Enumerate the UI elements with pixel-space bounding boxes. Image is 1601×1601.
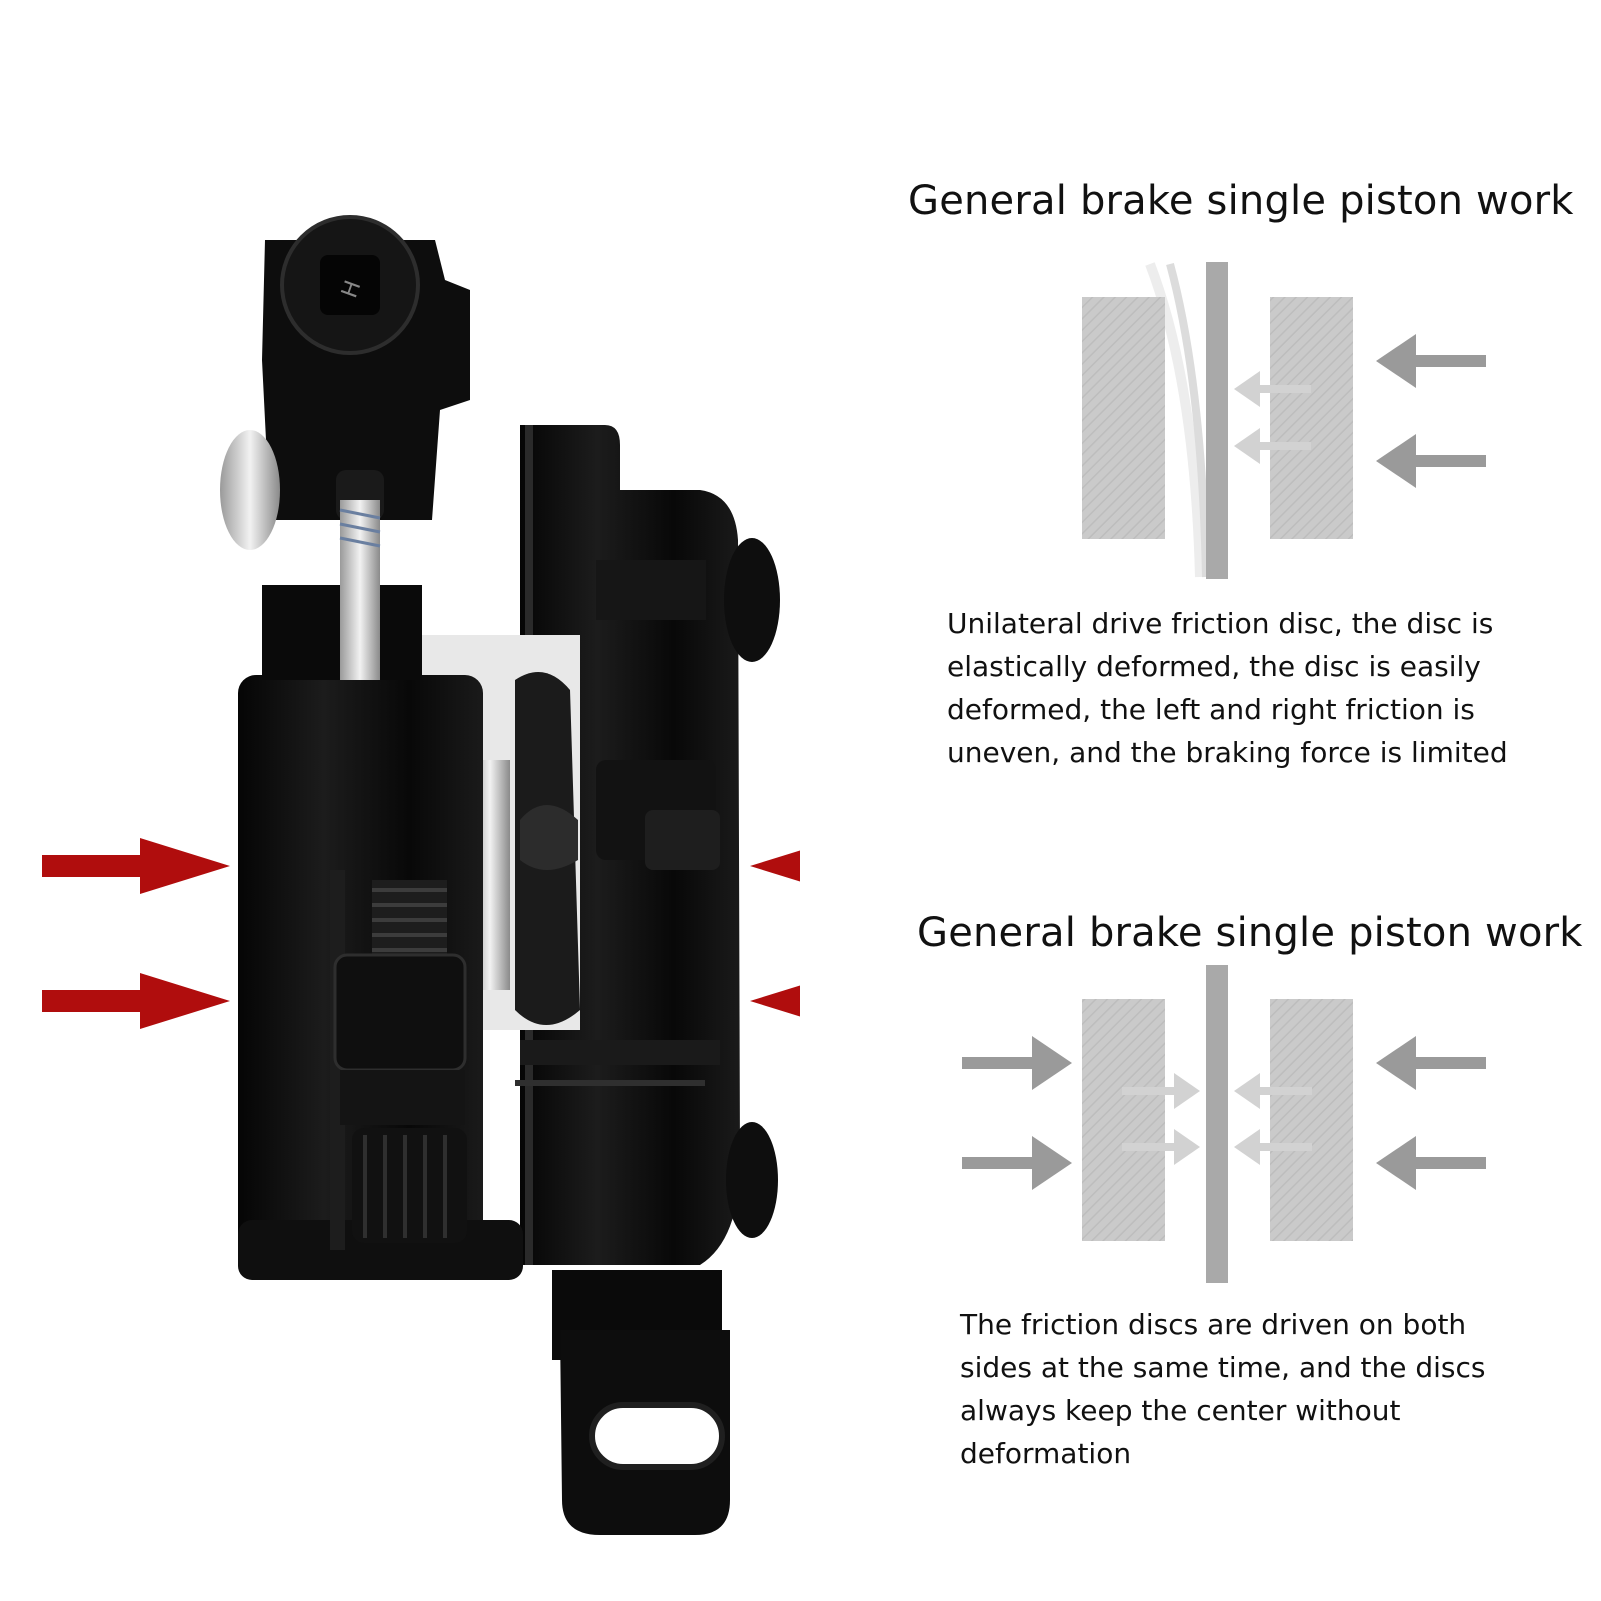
outer-arrow bbox=[962, 1036, 1072, 1090]
brake-caliper-photo: H bbox=[42, 215, 800, 1535]
outer-arrow bbox=[1376, 1136, 1486, 1190]
inner-arrow bbox=[1122, 1129, 1200, 1165]
single-piston-diagram bbox=[1082, 262, 1486, 579]
brake-disc bbox=[1206, 262, 1228, 579]
description-line: uneven, and the braking force is limited bbox=[947, 736, 1508, 769]
mounting-bracket bbox=[552, 1270, 730, 1535]
left-friction-pad bbox=[1082, 297, 1165, 539]
left-friction-pad bbox=[1082, 999, 1165, 1241]
caliper-right-body bbox=[515, 425, 780, 1265]
description-line: deformed, the left and right friction is bbox=[947, 693, 1475, 726]
top-panel-heading: General brake single piston work bbox=[908, 178, 1574, 224]
disc-deformation-trace bbox=[1166, 262, 1210, 578]
outer-arrow bbox=[1376, 434, 1486, 488]
right-friction-pad bbox=[1270, 999, 1353, 1241]
outer-arrow bbox=[1376, 334, 1486, 388]
red-arrow-left-upper bbox=[42, 838, 230, 894]
barrel-adjuster bbox=[333, 880, 467, 1243]
silver-bolt bbox=[336, 470, 384, 680]
description-line: The friction discs are driven on both bbox=[960, 1308, 1467, 1341]
inner-arrow bbox=[1234, 1129, 1312, 1165]
description-line: elastically deformed, the disc is easily bbox=[947, 650, 1481, 683]
inner-arrow bbox=[1234, 371, 1311, 407]
description-line: sides at the same time, and the discs bbox=[960, 1351, 1486, 1384]
description-line: always keep the center without bbox=[960, 1394, 1401, 1427]
red-arrow-left-lower bbox=[42, 973, 230, 1029]
brake-disc bbox=[1206, 965, 1228, 1283]
description-line: deformation bbox=[960, 1437, 1132, 1470]
inner-arrow bbox=[1234, 1073, 1312, 1109]
bottom-panel-description: The friction discs are driven on both si… bbox=[960, 1303, 1486, 1475]
red-arrow-right-lower bbox=[750, 985, 800, 1017]
outer-arrow bbox=[1376, 1036, 1486, 1090]
cable-clamp: H bbox=[220, 215, 470, 550]
bottom-panel-heading: General brake single piston work bbox=[917, 910, 1583, 956]
red-arrow-right-upper bbox=[750, 850, 800, 882]
disc-deformation-trace bbox=[1145, 262, 1205, 578]
description-line: Unilateral drive friction disc, the disc… bbox=[947, 607, 1494, 640]
outer-arrow bbox=[962, 1136, 1072, 1190]
inner-arrow bbox=[1234, 428, 1311, 464]
top-panel-description: Unilateral drive friction disc, the disc… bbox=[947, 602, 1508, 774]
dual-piston-diagram bbox=[962, 965, 1486, 1283]
inner-arrow bbox=[1122, 1073, 1200, 1109]
right-friction-pad bbox=[1270, 297, 1353, 539]
